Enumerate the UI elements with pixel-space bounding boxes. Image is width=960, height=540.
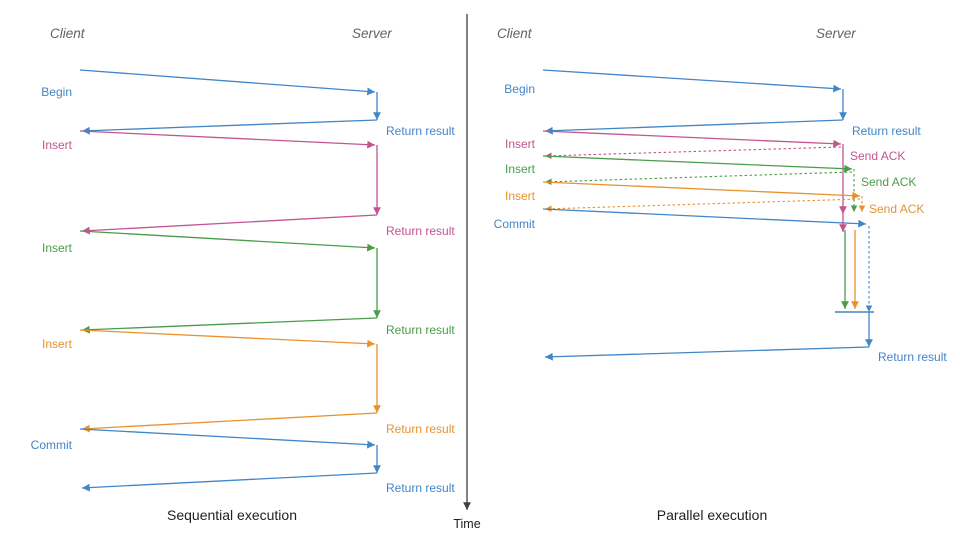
time-axis-layer: Time [453, 14, 481, 531]
message-line [542, 69, 842, 93]
message-line [542, 130, 842, 148]
message-sequential-commit-return: Return result [81, 472, 455, 495]
message-label-commit-request: Commit [31, 438, 73, 452]
message-label-begin-request: Begin [41, 85, 72, 99]
message-parallel-insert3-request: Insert [505, 181, 861, 203]
message-line [79, 428, 376, 449]
message-label-insert1-ack: Send ACK [850, 149, 905, 163]
message-label-commit-return: Return result [386, 481, 455, 495]
message-line [544, 171, 853, 186]
message-line [81, 412, 378, 433]
lane-header-client-sequential: Client [50, 26, 86, 41]
lane-header-server-sequential: Server [352, 26, 392, 41]
message-line [542, 208, 867, 228]
message-parallel-insert3-ack: Send ACK [544, 198, 924, 216]
message-line [81, 317, 378, 334]
message-line [79, 329, 376, 348]
message-label-insert3-request: Insert [42, 337, 73, 351]
message-label-begin-return: Return result [386, 124, 455, 138]
message-label-insert2-request: Insert [42, 241, 73, 255]
message-parallel-insert2-ack: Send ACK [544, 171, 916, 189]
message-line [544, 198, 861, 213]
message-sequential-insert2-return: Return result [81, 317, 455, 337]
message-label-begin-return: Return result [852, 124, 921, 138]
message-line [81, 119, 378, 135]
message-line [79, 230, 376, 252]
message-label-insert2-ack: Send ACK [861, 175, 916, 189]
message-parallel-insert1-request: Insert [505, 130, 842, 151]
message-line [544, 146, 842, 160]
message-sequential-insert3-request: Insert [42, 329, 376, 351]
message-line [79, 69, 376, 96]
message-label-begin-request: Begin [504, 82, 535, 96]
panel-caption-sequential: Sequential execution [167, 507, 297, 523]
message-line [542, 181, 861, 200]
message-parallel-begin-return: Return result [544, 119, 921, 138]
message-parallel-commit-return: Return result [544, 346, 947, 364]
message-sequential-insert1-return: Return result [81, 214, 455, 238]
message-sequential-begin-return: Return result [81, 119, 455, 138]
lane-header-client-parallel: Client [497, 26, 533, 41]
time-axis: Time [453, 14, 481, 531]
message-label-insert1-return: Return result [386, 224, 455, 238]
message-parallel-insert2-request: Insert [505, 155, 853, 176]
time-axis-label: Time [453, 517, 480, 531]
message-parallel-commit-request: Commit [494, 208, 867, 231]
message-line [544, 346, 870, 361]
message-label-insert1-request: Insert [505, 137, 536, 151]
message-line [81, 214, 378, 235]
message-sequential-begin-request: Begin [41, 69, 376, 99]
message-label-insert3-return: Return result [386, 422, 455, 436]
message-label-insert1-request: Insert [42, 138, 73, 152]
message-sequential-insert2-request: Insert [42, 230, 376, 255]
message-parallel-insert1-ack: Send ACK [544, 146, 905, 163]
message-label-commit-request: Commit [494, 217, 536, 231]
message-line [542, 155, 853, 173]
message-label-insert2-return: Return result [386, 323, 455, 337]
message-line [544, 119, 844, 135]
message-label-insert3-ack: Send ACK [869, 202, 924, 216]
message-sequential-commit-request: Commit [31, 428, 376, 452]
lane-header-server-parallel: Server [816, 26, 856, 41]
message-line [81, 472, 378, 492]
message-line [79, 130, 376, 149]
panel-caption-parallel: Parallel execution [657, 507, 768, 523]
message-label-insert2-request: Insert [505, 162, 536, 176]
message-parallel-begin-request: Begin [504, 69, 842, 96]
message-sequential-insert3-return: Return result [81, 412, 455, 436]
message-label-commit-return: Return result [878, 350, 947, 364]
message-label-insert3-request: Insert [505, 189, 536, 203]
message-sequential-insert1-request: Insert [42, 130, 376, 152]
